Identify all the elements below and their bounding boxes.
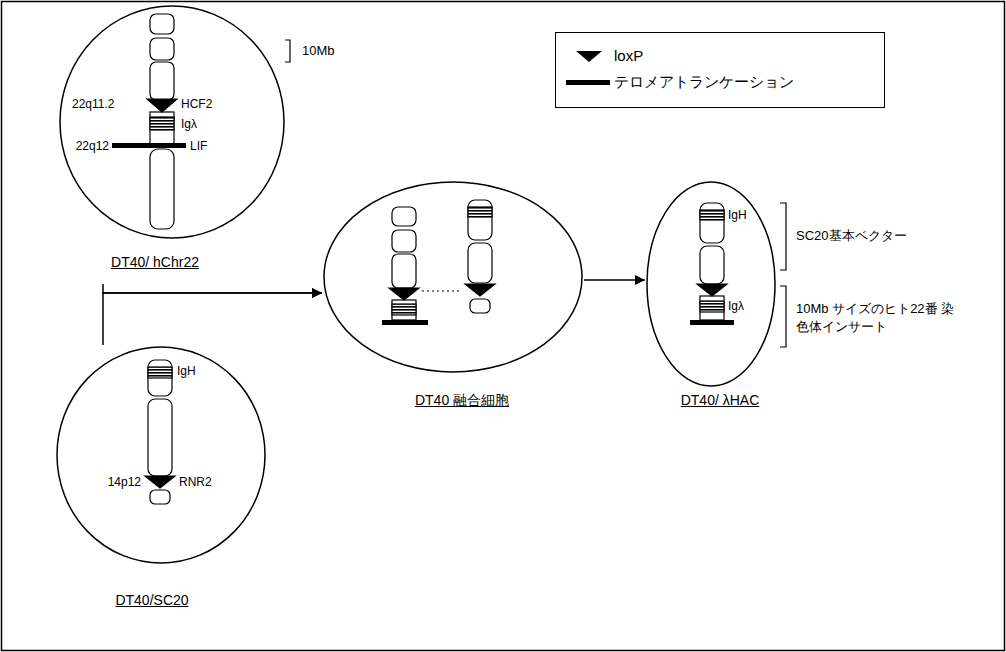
legend-entry: テロメアトランケーション	[556, 72, 884, 92]
chromosome-sc20-fusion	[468, 207, 492, 217]
cell-ellipse: DT40 融合細胞	[322, 180, 584, 412]
chromosome-sc20	[148, 367, 172, 378]
chromosome-22	[150, 14, 174, 34]
chromosome-22-truncated	[382, 320, 428, 325]
chromosome-22-truncated	[382, 207, 428, 325]
loxp-symbol	[564, 46, 614, 66]
gene-label: Igλ	[728, 299, 744, 313]
chromosome-hac	[700, 296, 724, 320]
chromosome-22	[112, 143, 186, 148]
chromosome-sc20	[150, 490, 170, 504]
region-bracket	[780, 203, 786, 270]
cell-ellipse: 22q11.2 HCF2Igλ 22q12 LIF DT40/ hChr22	[58, 4, 294, 284]
chromosome-sc20-fusion	[465, 200, 495, 313]
region-label: SC20基本ベクター	[796, 228, 907, 244]
chromosome-sc20	[145, 476, 175, 488]
recombination-line	[422, 290, 462, 291]
chromosome-sc20	[148, 399, 172, 476]
gene-label: LIF	[190, 139, 207, 153]
chromosome-hac	[700, 301, 724, 312]
cell-ellipse: IgH IgλDT40/ λHAC	[645, 180, 777, 412]
chromosome-sc20-fusion	[465, 284, 495, 296]
region-bracket	[780, 286, 786, 347]
gene-label: Igλ	[181, 117, 197, 131]
chromosome-hac	[690, 320, 734, 325]
chromosome-22	[150, 112, 174, 144]
size-bracket	[285, 40, 290, 62]
chromosome-22	[150, 38, 174, 60]
chromosome-sc20	[148, 360, 172, 396]
process-arrow	[103, 284, 322, 293]
truncation-symbol	[566, 80, 610, 85]
process-arrow	[584, 279, 645, 281]
gene-label: IgH	[728, 208, 747, 222]
chromosome-22-truncated	[392, 304, 416, 315]
locus-label: 22q11.2	[72, 97, 115, 111]
chromosome-sc20	[145, 360, 175, 504]
gene-label: RNR2	[179, 475, 212, 489]
cell-name: DT40/ hChr22	[111, 254, 199, 271]
legend-text: テロメアトランケーション	[614, 72, 794, 92]
chromosome-22-truncated	[392, 230, 416, 252]
locus-label: 14p12	[108, 475, 141, 489]
region-bracket	[780, 203, 786, 347]
legend-text: loxP	[614, 46, 643, 66]
cell-outline	[57, 347, 265, 563]
cell-outline	[645, 180, 777, 412]
chromosome-hac	[697, 284, 727, 296]
cell-name: DT40 融合細胞	[415, 392, 509, 409]
chromosome-22-truncated	[389, 288, 419, 300]
chromosome-22	[150, 117, 174, 130]
cell-outline	[322, 180, 584, 412]
cell-outline	[55, 345, 267, 613]
chromosome-22-truncated	[392, 300, 416, 320]
process-arrow	[103, 293, 322, 345]
cell-name: DT40/SC20	[115, 592, 188, 609]
loxp-symbol	[576, 51, 602, 62]
cell-outline	[324, 182, 582, 372]
chromosome-hac	[700, 246, 724, 284]
chromosome-22	[150, 62, 174, 100]
cell-outline	[647, 182, 775, 386]
truncation-symbol	[564, 72, 614, 92]
chromosome-sc20-fusion	[468, 200, 492, 240]
locus-label: 22q12	[76, 139, 109, 153]
gene-label: IgH	[177, 364, 196, 378]
gene-label: HCF2	[181, 97, 212, 111]
chromosome-22-truncated	[392, 254, 416, 288]
cell-name: DT40/ λHAC	[681, 392, 760, 409]
chromosome-22	[112, 14, 186, 229]
chromosome-hac	[700, 203, 724, 243]
cell-ellipse: IgH 14p12 RNR2DT40/SC20	[55, 345, 267, 613]
chromosome-22-truncated	[392, 207, 416, 226]
size-bracket	[285, 40, 290, 62]
chromosome-22	[147, 99, 177, 112]
cell-outline	[60, 6, 284, 238]
chromosome-hac	[690, 203, 734, 325]
size-label: 10Mb	[302, 43, 335, 59]
legend-entry: loxP	[556, 46, 884, 66]
legend-box: loxP テロメアトランケーション	[555, 32, 885, 108]
chromosome-sc20-fusion	[468, 243, 492, 283]
chromosome-hac	[700, 210, 724, 220]
region-label: 10Mb サイズのヒト22番 染色体インサート	[796, 300, 956, 336]
chromosome-22	[150, 149, 174, 229]
chromosome-sc20-fusion	[470, 299, 490, 313]
